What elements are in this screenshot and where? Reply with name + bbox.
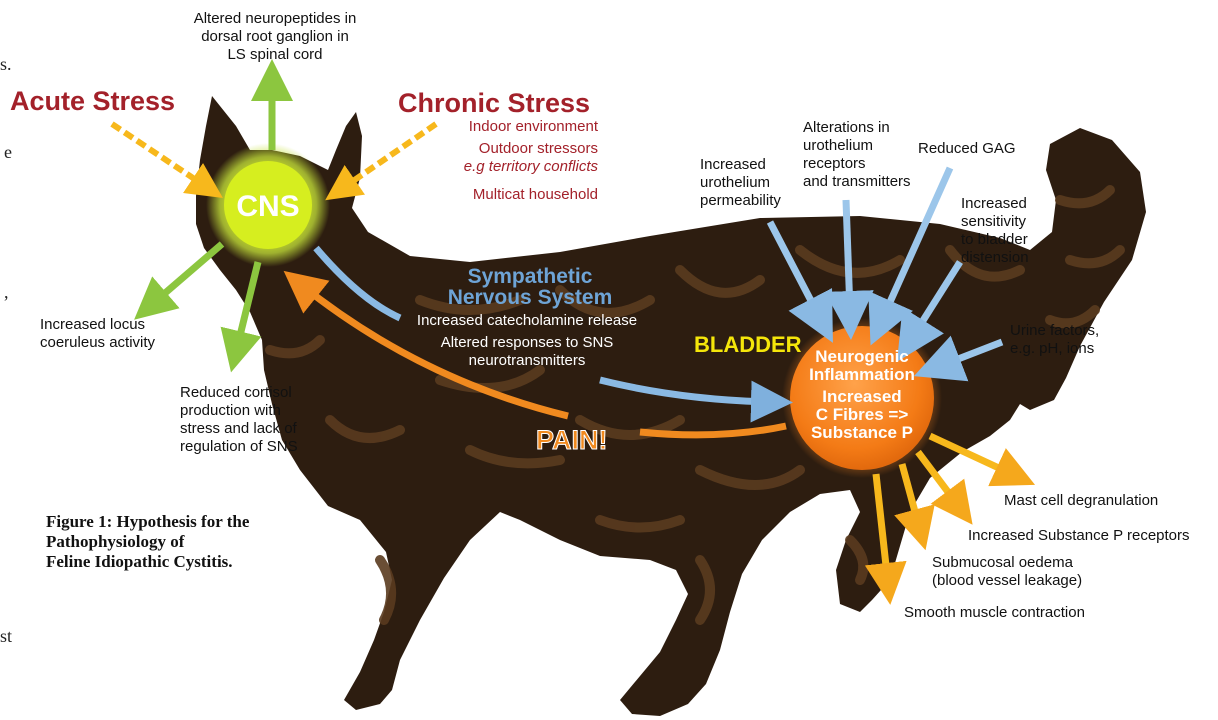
mast-label: Mast cell degranulation [1004, 492, 1158, 510]
substance-receptors-label: Increased Substance P receptors [968, 527, 1190, 545]
sns-title: Sympathetic Nervous System [420, 266, 640, 308]
chronic-item-indoor: Indoor environment [398, 118, 598, 136]
chronic-item-territory: e.g territory conflicts [398, 158, 598, 176]
cns-node: CNS [206, 143, 330, 267]
locus-label: Increased locus coeruleus activity [40, 316, 155, 352]
left-fragment-1: s. [0, 54, 12, 75]
figure-caption: Figure 1: Hypothesis for the Pathophysio… [46, 512, 249, 572]
gag-label: Reduced GAG [918, 140, 1016, 158]
pain-label: PAIN! [536, 425, 608, 455]
oedema-label: Submucosal oedema (blood vessel leakage) [932, 554, 1082, 590]
sns-lines: Increased catecholamine release Altered … [396, 312, 658, 370]
bladder-text: Neurogenic Inflammation Increased C Fibr… [782, 348, 942, 442]
sensitivity-label: Increased sensitivity to bladder distens… [961, 195, 1029, 267]
permeability-label: Increased urothelium permeability [700, 156, 781, 210]
receptors-arrow [846, 200, 850, 312]
cns-label: CNS [236, 190, 299, 223]
chronic-stress-title: Chronic Stress [398, 88, 590, 118]
cns-locus-arrow [150, 244, 222, 306]
left-fragment-3: , [4, 282, 9, 303]
chronic-stress-list: Indoor environment Outdoor stressors e.g… [398, 118, 598, 204]
top-neuropeptides-label: Altered neuropeptides in dorsal root gan… [170, 10, 380, 64]
left-fragment-4: st [0, 626, 12, 647]
acute-stress-arrow [112, 124, 208, 188]
receptors-label: Alterations in urothelium receptors and … [803, 119, 911, 191]
left-fragment-2: e [4, 142, 12, 163]
cat-silhouette [196, 96, 1146, 716]
urine-label: Urine factors, e.g. pH, ions [1010, 322, 1099, 358]
smooth-muscle-label: Smooth muscle contraction [904, 604, 1085, 622]
acute-stress-title: Acute Stress [10, 86, 175, 116]
cortisol-label: Reduced cortisol production with stress … [180, 384, 298, 456]
chronic-item-outdoor: Outdoor stressors [398, 140, 598, 158]
chronic-item-multicat: Multicat household [398, 186, 598, 204]
